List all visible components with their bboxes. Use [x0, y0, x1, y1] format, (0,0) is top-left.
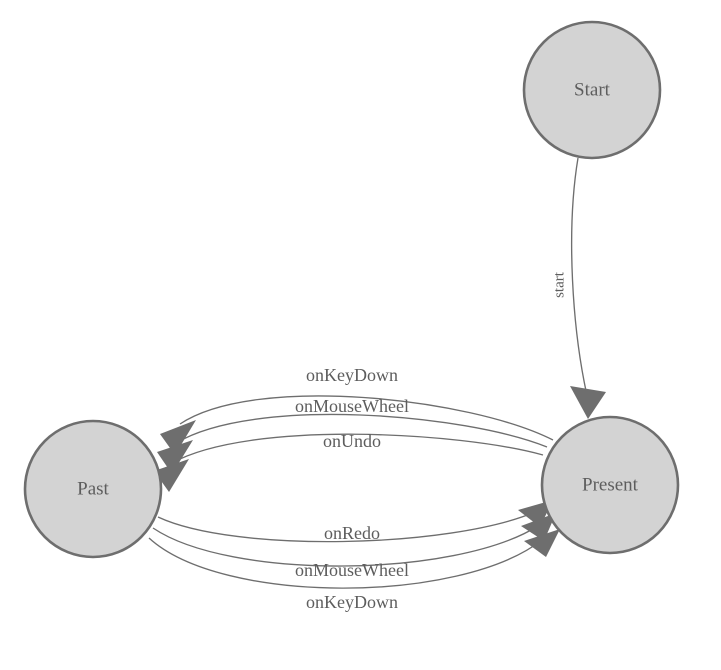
edge-label-redo-onmousewheel: onMouseWheel	[295, 560, 409, 580]
edge-label-undo-onundo: onUndo	[323, 431, 381, 451]
edge-start[interactable]	[570, 157, 606, 419]
edge-start-arrowhead	[570, 386, 606, 419]
edge-redo-onkeydown[interactable]	[148, 529, 560, 589]
edge-undo-onundo-path	[171, 433, 544, 464]
edge-undo-onundo[interactable]	[154, 433, 544, 492]
edge-start-path	[570, 157, 589, 401]
edge-undo-onundo-arrowhead	[154, 459, 189, 492]
node-past-label: Past	[77, 478, 109, 499]
node-start-label: Start	[574, 79, 611, 100]
node-past[interactable]: Past	[23, 419, 163, 559]
edge-undo-onkeydown-path	[179, 395, 554, 441]
edge-redo-onmousewheel[interactable]	[152, 513, 556, 567]
edge-label-redo-onredo: onRedo	[324, 523, 380, 543]
edge-redo-onredo-path	[157, 511, 536, 543]
node-present-label: Present	[582, 474, 639, 495]
edge-label-start: start	[551, 271, 567, 298]
node-start-circle	[522, 20, 662, 160]
node-past-circle	[23, 419, 163, 559]
edge-undo-onmousewheel-arrowhead	[157, 440, 193, 474]
edge-redo-onkeydown-arrowhead	[524, 529, 560, 557]
node-present-circle	[540, 415, 680, 555]
edge-redo-onmousewheel-path	[152, 525, 539, 567]
node-present[interactable]: Present	[540, 415, 680, 555]
edge-label-undo-onkeydown: onKeyDown	[306, 365, 398, 385]
edge-label-redo-onkeydown: onKeyDown	[306, 592, 398, 612]
edge-redo-onmousewheel-arrowhead	[521, 513, 556, 541]
edge-undo-onkeydown-arrowhead	[160, 420, 196, 455]
edge-undo-onmousewheel-path	[175, 413, 548, 448]
edge-label-undo-onmousewheel: onMouseWheel	[295, 396, 409, 416]
edge-undo-onmousewheel[interactable]	[157, 413, 548, 474]
node-start[interactable]: Start	[522, 20, 662, 160]
edge-redo-onkeydown-path	[148, 537, 543, 589]
edge-undo-onkeydown[interactable]	[160, 395, 554, 455]
